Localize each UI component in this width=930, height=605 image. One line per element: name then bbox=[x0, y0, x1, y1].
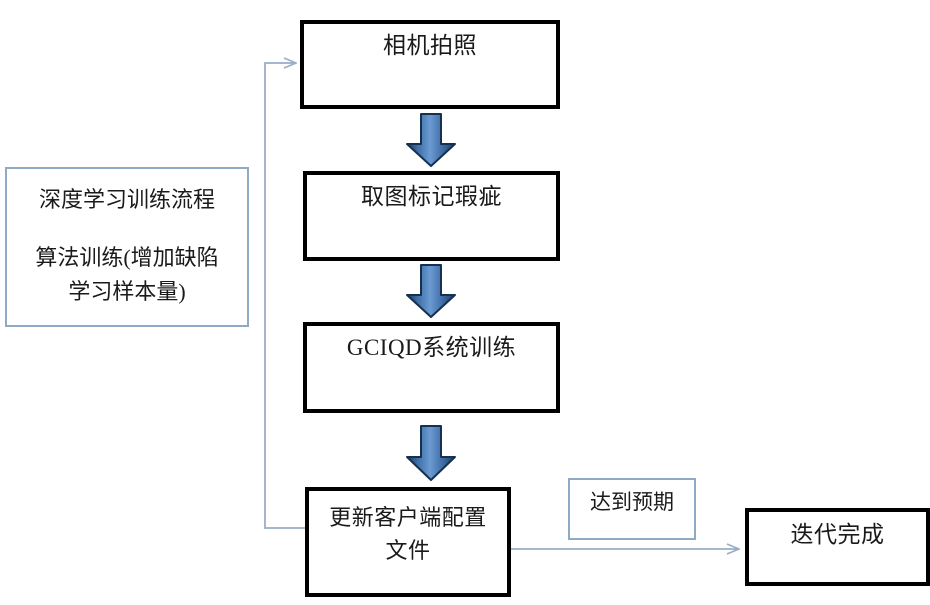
process-node-capture[interactable]: 相机拍照 bbox=[300, 20, 560, 109]
process-node-update-config-label: 更新客户端配置 文件 bbox=[329, 505, 487, 563]
process-node-gciqd-training-label: GCIQD系统训练 bbox=[346, 335, 517, 360]
note-line-algorithm-training: 算法训练(增加缺陷 学习样本量) bbox=[35, 245, 219, 304]
label-expectation-met-text: 达到预期 bbox=[590, 490, 674, 514]
process-node-mark-defects-label: 取图标记瑕疵 bbox=[361, 184, 502, 209]
label-expectation-met: 达到预期 bbox=[568, 478, 696, 540]
block-arrow-down-training-to-config bbox=[406, 425, 456, 481]
process-node-update-config[interactable]: 更新客户端配置 文件 bbox=[305, 487, 511, 597]
process-node-mark-defects[interactable]: 取图标记瑕疵 bbox=[303, 171, 560, 261]
process-node-capture-label: 相机拍照 bbox=[383, 33, 477, 58]
deep-learning-training-note-box: 深度学习训练流程 算法训练(增加缺陷 学习样本量) bbox=[5, 167, 249, 327]
process-node-iteration-done-label: 迭代完成 bbox=[790, 522, 885, 547]
note-line-process-title: 深度学习训练流程 bbox=[38, 187, 215, 212]
process-node-iteration-done[interactable]: 迭代完成 bbox=[745, 508, 930, 586]
block-arrow-down-capture-to-mark bbox=[406, 113, 456, 167]
block-arrow-down-mark-to-training bbox=[406, 264, 456, 318]
process-node-gciqd-training[interactable]: GCIQD系统训练 bbox=[303, 322, 560, 413]
connector-feedback-loop bbox=[264, 63, 305, 529]
